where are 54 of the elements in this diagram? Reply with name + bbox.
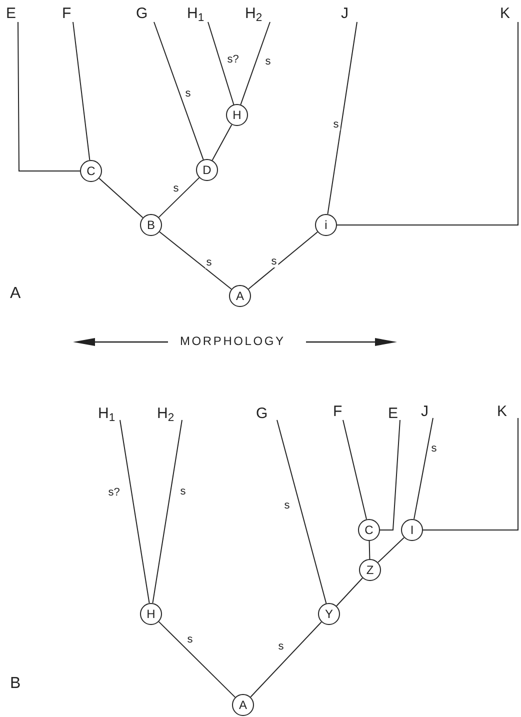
branch-line bbox=[240, 22, 270, 106]
edge-label: s? bbox=[226, 54, 240, 66]
branch-line bbox=[120, 420, 150, 604]
taxon-label: H$_{1}$ bbox=[187, 6, 204, 21]
branch-line bbox=[158, 177, 200, 218]
taxon-label: E bbox=[6, 6, 16, 21]
branch-line bbox=[250, 622, 322, 698]
edge-label: s bbox=[186, 634, 194, 646]
edge-label: s bbox=[430, 444, 438, 454]
taxon-label: E bbox=[388, 406, 398, 421]
edge-label: s? bbox=[107, 488, 121, 498]
edge-label: s bbox=[332, 120, 340, 130]
edge-label: s bbox=[283, 500, 291, 512]
branch-line bbox=[380, 420, 400, 530]
branch-line bbox=[72, 22, 90, 161]
edge-label: s bbox=[172, 184, 180, 194]
branch-line bbox=[208, 22, 234, 105]
branch-line bbox=[422, 418, 518, 530]
taxon-label: K bbox=[497, 404, 508, 419]
branch-line bbox=[154, 22, 204, 160]
branch-line bbox=[276, 420, 327, 604]
taxon-label: G bbox=[136, 6, 148, 21]
panel-label: A bbox=[10, 286, 21, 302]
branch-line bbox=[152, 420, 182, 604]
taxon-label: H$_{1}$ bbox=[98, 406, 116, 421]
edge-label: s bbox=[179, 486, 187, 498]
taxon-label: J bbox=[341, 6, 348, 21]
branch-line bbox=[98, 178, 144, 218]
branch-line bbox=[248, 232, 318, 290]
edge-label: s bbox=[277, 642, 285, 652]
taxon-label: G bbox=[256, 406, 268, 421]
branch-line bbox=[159, 231, 232, 290]
branch-line bbox=[18, 22, 80, 172]
edge-label: s bbox=[184, 88, 192, 100]
taxon-label: F bbox=[333, 404, 342, 419]
branch-line bbox=[414, 418, 434, 520]
taxon-label: H$_{2}$ bbox=[245, 6, 262, 21]
edge-label: s bbox=[264, 56, 272, 68]
branch-line bbox=[212, 124, 232, 161]
taxon-label: J bbox=[421, 404, 428, 419]
taxon-label: H$_{2}$ bbox=[157, 406, 174, 421]
branch-line bbox=[336, 22, 518, 226]
branch-line bbox=[342, 420, 367, 520]
branch-line bbox=[327, 22, 358, 215]
branch-line bbox=[336, 578, 363, 606]
taxon-label: F bbox=[62, 6, 72, 21]
axis-label: MORPHOLOGY bbox=[180, 335, 286, 347]
panel-label: B bbox=[10, 676, 21, 692]
branch-line bbox=[158, 621, 236, 698]
branch-line bbox=[368, 540, 370, 560]
edge-label: s bbox=[205, 258, 213, 268]
branch-line bbox=[378, 537, 404, 563]
taxon-label: K bbox=[500, 6, 510, 21]
edge-label: s bbox=[270, 256, 278, 268]
